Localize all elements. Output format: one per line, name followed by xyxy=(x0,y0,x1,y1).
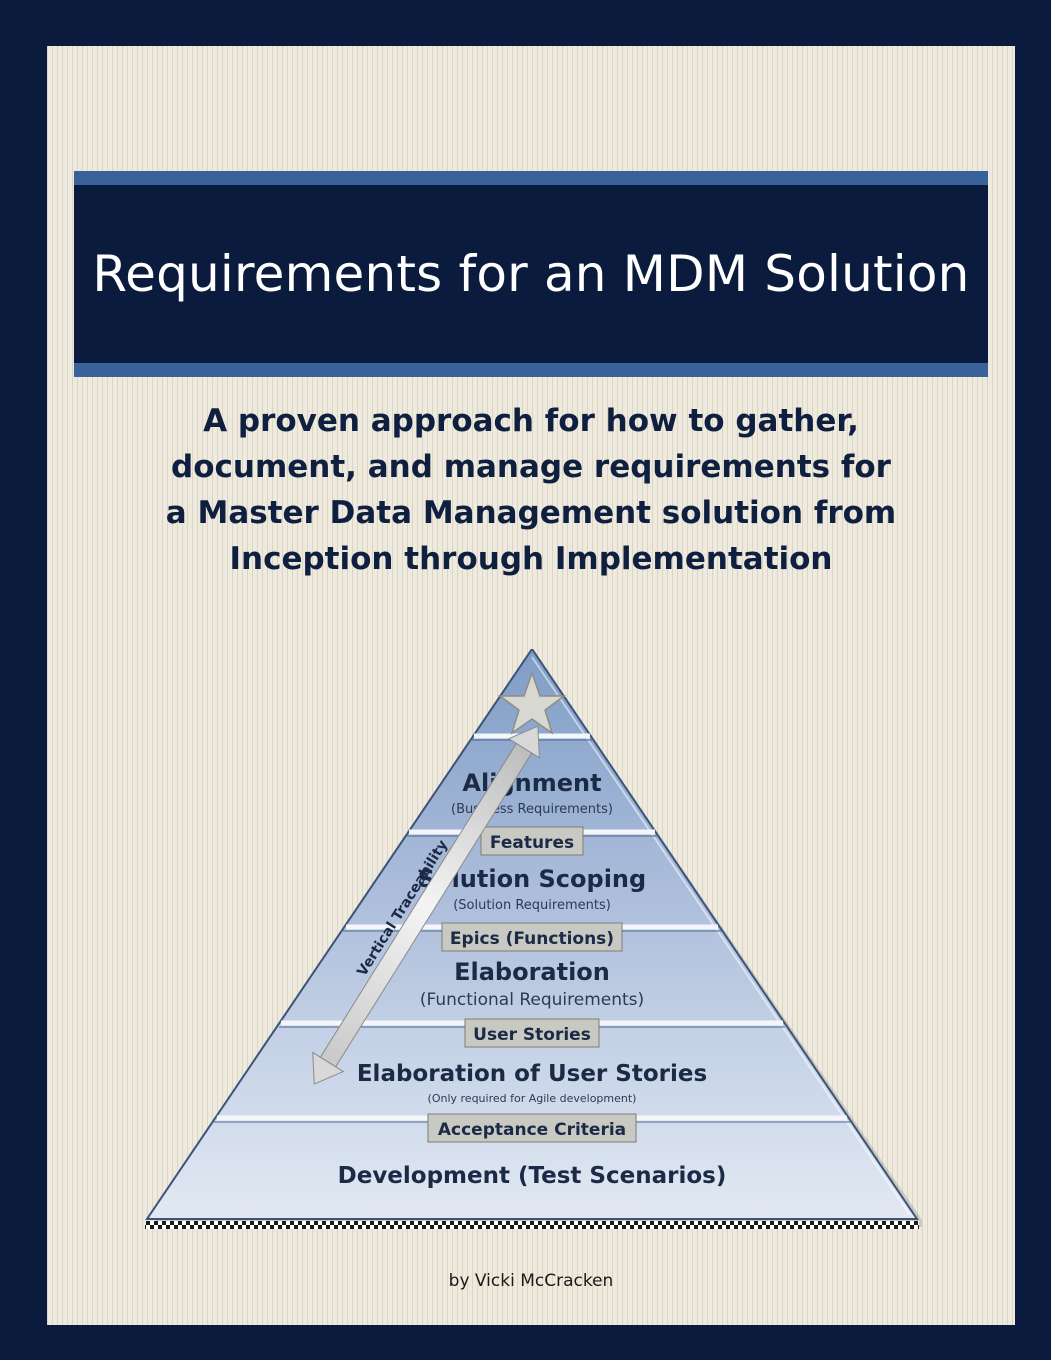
level-subtitle: (Only required for Agile development) xyxy=(428,1092,637,1105)
level-subtitle: (Functional Requirements) xyxy=(420,990,644,1010)
level-label: Acceptance Criteria xyxy=(438,1120,626,1140)
title-banner: Requirements for an MDM Solution xyxy=(74,171,988,377)
level-label: Features xyxy=(490,833,574,853)
star-icon xyxy=(497,670,567,735)
checkered-base xyxy=(145,1221,919,1229)
author-line: by Vicki McCracken xyxy=(448,1271,614,1291)
vertical-traceability-arrow: Vertical Traceability xyxy=(312,725,540,1085)
level-name: Alignment xyxy=(462,769,601,797)
book-title: Requirements for an MDM Solution xyxy=(92,245,970,303)
book-cover: Requirements for an MDM Solution A prove… xyxy=(47,46,1015,1325)
label-box xyxy=(427,1113,637,1143)
level-label: Epics (Functions) xyxy=(450,929,614,949)
level-label: User Stories xyxy=(473,1025,591,1045)
level-name: Elaboration xyxy=(454,958,610,986)
subtitle-line: document, and manage requirements for xyxy=(171,449,891,485)
subtitle-line: A proven approach for how to gather, xyxy=(203,403,859,439)
level-name: Development (Test Scenarios) xyxy=(338,1163,727,1189)
label-box xyxy=(480,826,584,856)
label-box xyxy=(441,922,623,952)
subtitle-line: a Master Data Management solution from xyxy=(165,495,897,531)
label-box xyxy=(464,1018,600,1048)
book-subtitle: A proven approach for how to gather, doc… xyxy=(107,398,955,582)
requirements-pyramid: Alignment (Business Requirements) Featur… xyxy=(145,649,922,1229)
level-name: Elaboration of User Stories xyxy=(357,1061,707,1087)
subtitle-line: Inception through Implementation xyxy=(229,541,833,577)
level-subtitle: (Solution Requirements) xyxy=(453,898,611,913)
